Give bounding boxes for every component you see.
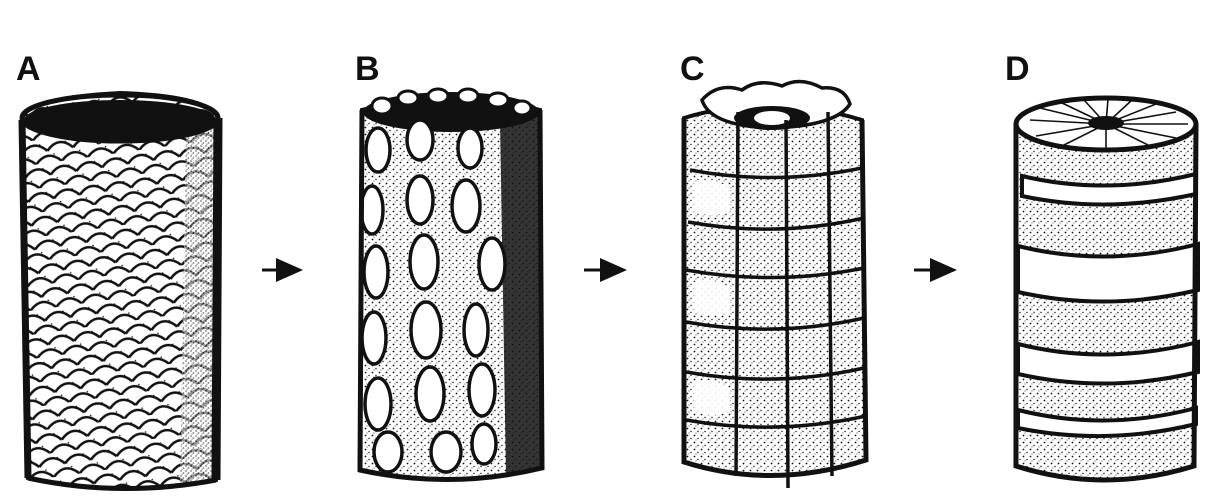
cylinder-c <box>684 81 866 488</box>
cylinder-a <box>22 93 218 489</box>
cylinder-d <box>1016 98 1198 480</box>
cylinder-b <box>360 89 542 480</box>
